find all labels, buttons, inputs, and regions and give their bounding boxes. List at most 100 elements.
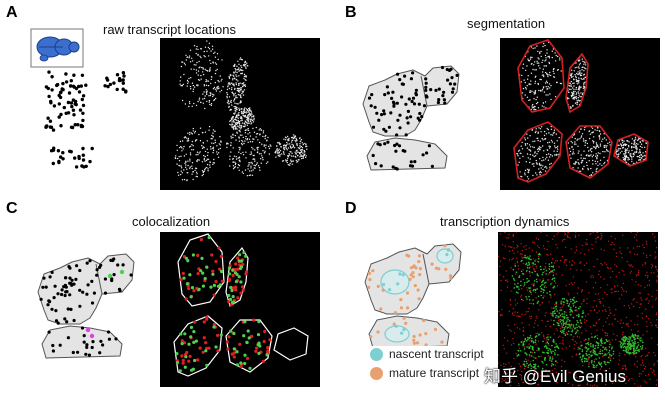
transcript-spot [192,145,194,147]
transcript-dot [70,278,74,282]
transcript-dot [90,279,94,283]
green-transcript [203,276,207,281]
mature-transcript-spot [507,380,509,383]
mature-transcript-spot [572,336,575,338]
transcript-spot [583,129,586,131]
transcript-spot [528,83,530,86]
transcript-spot [583,157,585,159]
transcript-spot [208,95,210,97]
mature-transcript-spot [515,353,517,355]
green-transcript [238,253,242,257]
transcript-spot [517,164,519,166]
transcript-spot [524,143,527,145]
transcript-spot [548,74,550,76]
nascent-transcript-spot [523,364,525,366]
transcript-spot [546,156,548,158]
transcript-spot [236,71,238,74]
transcript-spot [209,161,211,164]
transcript-spot [281,153,283,155]
panel-title-b: segmentation [467,16,546,31]
transcript-spot [226,97,228,99]
transcript-spot [181,85,183,87]
nascent-transcript-spot [557,322,560,325]
transcript-spot [622,144,624,147]
mature-transcript-spot [598,301,601,303]
mature-transcript-spot [561,359,563,361]
transcript-spot [631,145,633,148]
mature-transcript-spot [599,372,602,374]
mature-transcript-spot [640,364,642,366]
nascent-transcript-spot [554,353,556,356]
nascent-transcript-spot [627,338,629,340]
transcript-spot [193,64,195,66]
mature-transcript-spot [540,232,542,233]
mature-transcript-spot [573,282,576,284]
transcript-spot [571,93,574,96]
transcript-spot [599,138,601,140]
transcript-spot [247,165,249,167]
transcript-dot [57,115,61,119]
mature-transcript-spot [629,272,632,274]
nascent-transcript-spot [581,349,584,351]
nascent-transcript-spot [557,315,559,318]
transcript-spot [248,112,250,114]
transcript-spot [236,69,238,71]
red-transcript [196,358,200,362]
transcript-spot [578,82,580,84]
transcript-spot [236,65,238,67]
nascent-transcript-spot [550,360,553,362]
mature-transcript-spot [541,302,543,304]
transcript-spot [547,94,549,96]
legend-mature: mature transcript [370,366,479,380]
transcript-spot [191,140,194,143]
nascent-transcript-spot [525,262,528,265]
transcript-spot [283,153,285,156]
mature-transcript-spot [634,253,636,255]
green-transcript [245,340,249,344]
mature-transcript-spot [607,267,610,269]
transcript-dot [79,124,84,129]
mature-transcript-spot [598,273,600,276]
mature-transcript-spot [521,322,523,324]
segmentation-outline [565,52,589,114]
nascent-transcript-spot [566,333,569,335]
mature-transcript-spot [577,348,579,351]
mature-transcript-spot [560,365,563,368]
transcript-spot [303,154,305,156]
transcript-spot [594,129,596,131]
transcript-dot [85,345,89,349]
transcript-spot [208,125,211,128]
transcript-spot [548,57,551,59]
transcript-spot [178,146,181,149]
nascent-transcript-spot [581,358,583,360]
transcript-spot [532,140,534,143]
transcript-spot [233,105,235,108]
mature-transcript-spot [517,265,520,267]
transcript-dot [409,77,413,81]
nascent-transcript-spot [520,260,523,262]
cell-outline [273,327,309,361]
transcript-spot [539,67,541,69]
transcript-spot [219,136,221,138]
nascent-transcript-spot [556,322,559,324]
nascent-transcript-spot [542,297,544,299]
transcript-spot [542,74,545,76]
transcript-spot [206,158,209,160]
mature-transcript-spot [624,365,627,368]
nascent-transcript-spot [549,293,551,296]
mature-transcript-spot [649,378,651,380]
mature-transcript-spot [573,262,576,264]
mature-transcript-spot [535,251,538,253]
transcript-spot [178,156,180,158]
transcript-spot [232,168,235,170]
transcript-spot [185,59,187,61]
mature-transcript-spot [512,312,514,314]
transcript-dot [103,277,107,281]
transcript-spot [607,150,609,152]
transcript-dot [382,109,386,113]
transcript-spot [267,136,269,139]
transcript-dot [369,104,373,108]
transcript-spot [576,103,578,106]
mature-transcript-spot [534,322,536,324]
mature-transcript-spot [503,372,505,374]
